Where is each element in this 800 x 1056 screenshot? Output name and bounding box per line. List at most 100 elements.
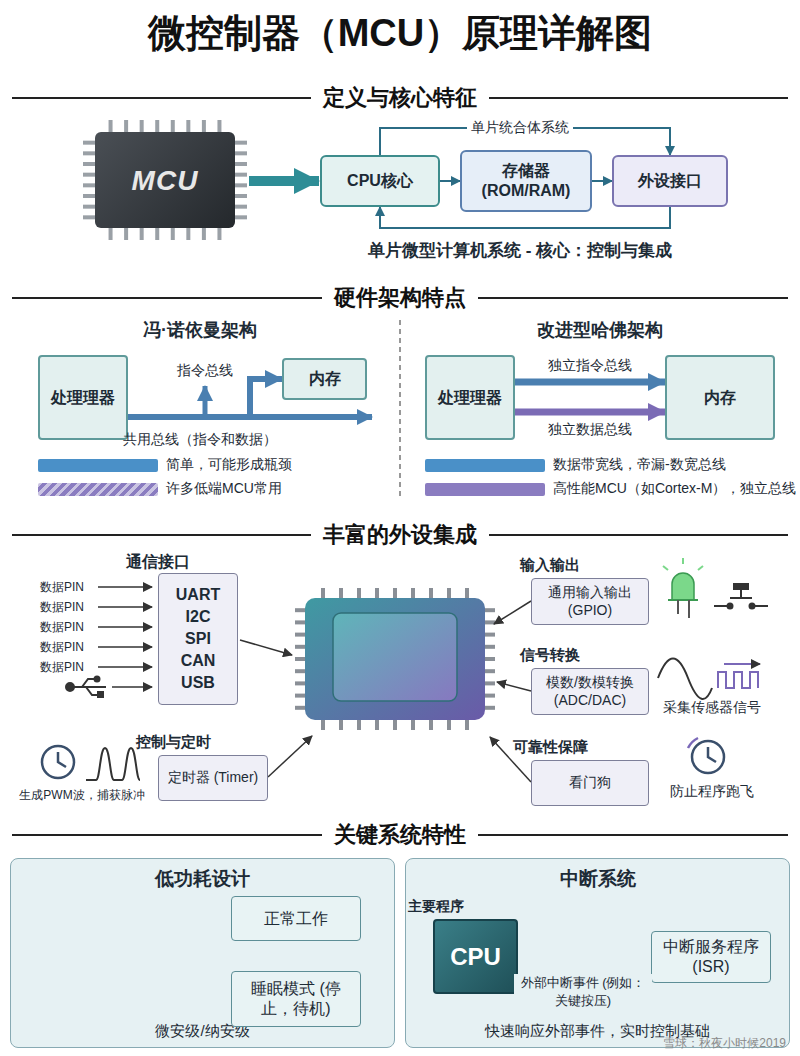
heading-text: 通信接口 (119, 551, 197, 573)
memory-box: 存储器 (ROM/RAM) (460, 150, 592, 212)
caption-text: 单片微型计算机系统 - 核心：控制与集成 (368, 239, 672, 262)
peripheral-box: 输入输出通用输入输出 (GPIO) (531, 578, 649, 625)
node-text: 内存 (704, 388, 736, 408)
connector (592, 180, 612, 182)
feature-panel: 中断系统快速响应外部事件，实时控制基础主要程序CPU中断服务程序 (ISR) (405, 858, 790, 1048)
node-text: I2C (186, 606, 211, 628)
memory-box: 内存 (665, 355, 775, 440)
node-text: CPU核心 (347, 171, 413, 191)
legend-text: 高性能MCU（如Cortex-M），独立总线 (553, 480, 796, 498)
node-text: 定时器 (Timer) (168, 769, 258, 787)
section-heading: 硬件架构特点 (322, 283, 478, 313)
note-text: 采集传感器信号 (663, 699, 761, 717)
legend-text: 简单，可能形成瓶颈 (166, 456, 292, 474)
pin (124, 228, 128, 240)
node-text: 通用输入输出 (GPIO) (536, 584, 644, 619)
legend-text: 数据带宽线，帝漏-数宽总线 (553, 456, 726, 474)
pin (83, 194, 95, 198)
pin (295, 681, 305, 685)
isr-box: 中断服务程序 (ISR) (651, 931, 771, 983)
pin (375, 588, 379, 598)
pin (357, 588, 361, 598)
pin (83, 151, 95, 155)
pin (295, 645, 305, 649)
pin (295, 669, 305, 673)
legend-row: 简单，可能形成瓶颈 (38, 456, 292, 474)
heading-text: 控制与定时 (119, 733, 227, 752)
pin (447, 720, 451, 730)
legend-swatch (425, 459, 545, 472)
pin-label: 数据PIN (40, 579, 84, 596)
pin (83, 205, 95, 209)
pin (235, 141, 247, 145)
heading-text: 输入输出 (492, 556, 608, 575)
legend-row: 数据带宽线，帝漏-数宽总线 (425, 456, 726, 474)
note-text: 防止程序跑飞 (670, 783, 754, 801)
pin (339, 588, 343, 598)
pin (411, 588, 415, 598)
pin (295, 608, 305, 612)
pin (140, 120, 144, 132)
signal-icons (658, 659, 760, 699)
memory-box: 内存 (282, 358, 367, 400)
process-box: CPU核心 (320, 155, 440, 207)
subheading: 冯·诺依曼架构 (143, 318, 257, 342)
pin (485, 669, 495, 673)
state-box: 睡眠模式 (停止，待机) (231, 971, 361, 1027)
pin (235, 151, 247, 155)
pin (465, 588, 469, 598)
pin (485, 608, 495, 612)
node-text: 存储器 (ROM/RAM) (466, 161, 586, 201)
node-text: 外设接口 (638, 171, 702, 191)
section-heading: 定义与核心特征 (311, 83, 489, 113)
processor-box: 处理理器 (425, 355, 515, 440)
section-rules (12, 98, 788, 835)
node-text: CAN (181, 650, 216, 672)
interface-box: 通信接口UARTI2CSPICANUSB (158, 573, 238, 705)
pin (465, 720, 469, 730)
node-text: 正常工作 (264, 909, 328, 929)
pin (295, 694, 305, 698)
bus-extension (205, 320, 400, 500)
edge-label: 单片统合体系统 (467, 119, 573, 137)
cpu-chip: 主要程序CPU (433, 919, 518, 994)
pin (83, 215, 95, 219)
pin (429, 720, 433, 730)
edge-label: 独立数据总线 (544, 421, 636, 439)
led-icon (663, 558, 703, 618)
connector (515, 379, 665, 386)
pin (171, 228, 175, 240)
pin (217, 120, 221, 132)
note-text: 生成PWM波，捕获脉冲 (19, 787, 144, 804)
pin (295, 706, 305, 710)
pin (485, 681, 495, 685)
pin (140, 228, 144, 240)
pin (155, 228, 159, 240)
node-text: USB (181, 672, 215, 694)
pin (235, 205, 247, 209)
pin (155, 120, 159, 132)
pin (186, 228, 190, 240)
pin (235, 215, 247, 219)
pin (235, 194, 247, 198)
pin (83, 183, 95, 187)
pin-label: 数据PIN (40, 639, 84, 656)
pin (485, 694, 495, 698)
connector (249, 176, 319, 186)
pin (411, 720, 415, 730)
page-title: 微控制器（MCU）原理详解图 (0, 8, 800, 59)
pin (321, 720, 325, 730)
pin (186, 120, 190, 132)
legend-swatch (38, 459, 158, 472)
pin (83, 162, 95, 166)
pin (295, 657, 305, 661)
legend-swatch (38, 483, 158, 496)
pin (295, 633, 305, 637)
pin (485, 633, 495, 637)
feature-panel: 低功耗设计微安级/纳安级正常工作睡眠模式 (停止，待机) (10, 858, 395, 1048)
panel-heading: 低功耗设计 (11, 867, 394, 891)
pin (485, 645, 495, 649)
heading-text: 主要程序 (395, 898, 476, 916)
pin (485, 706, 495, 710)
legend-swatch (425, 483, 545, 496)
